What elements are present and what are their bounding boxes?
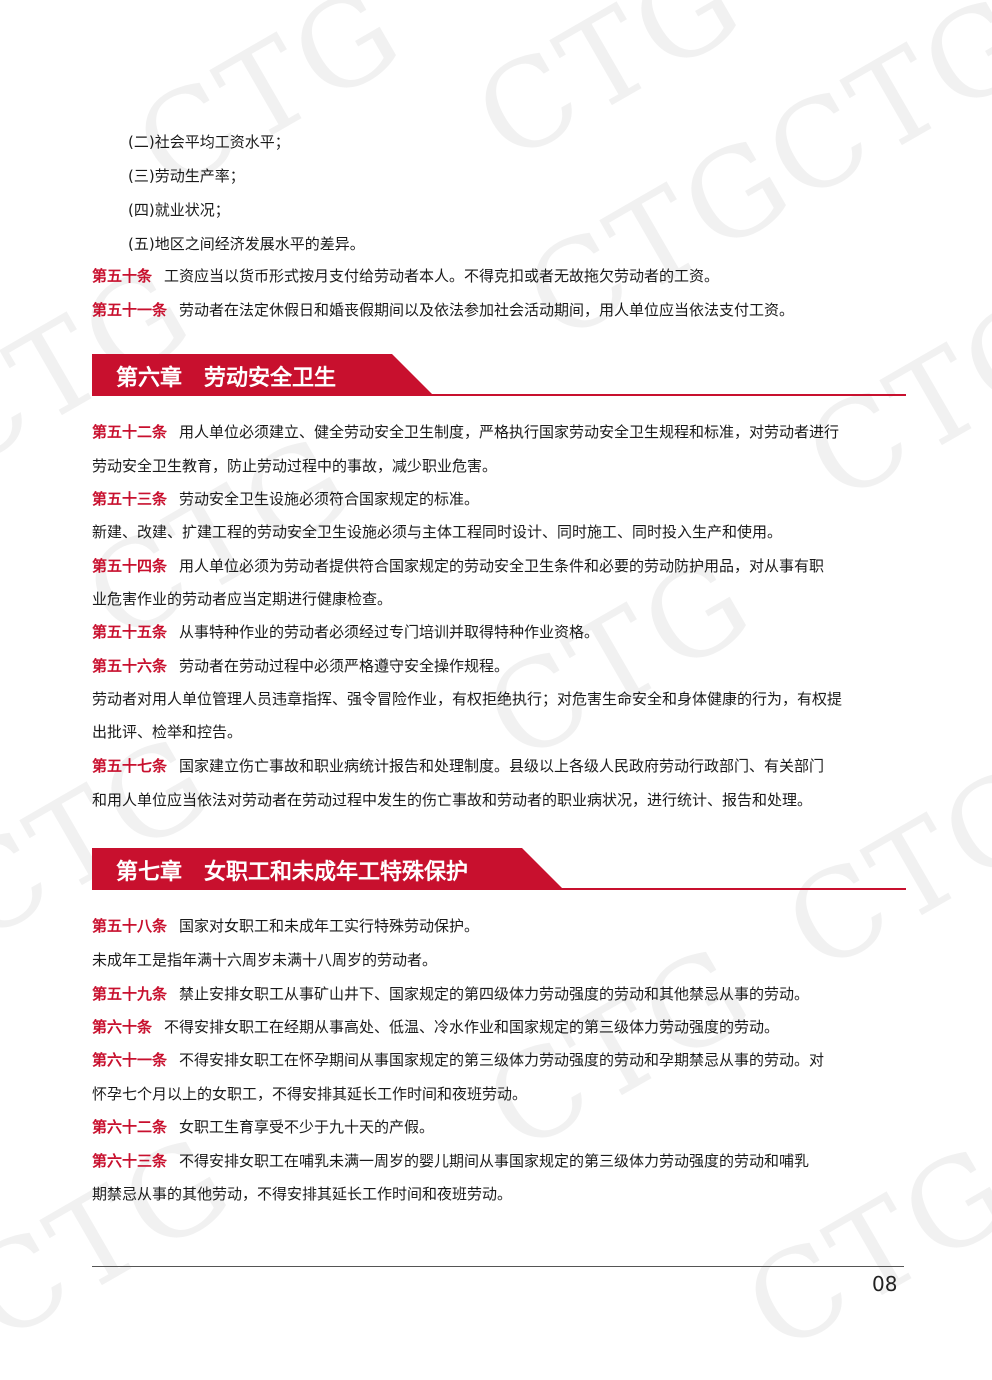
article-text: 不得安排女职工在怀孕期间从事国家规定的第三级体力劳动强度的劳动和孕期禁忌从事的劳… [179,1051,825,1069]
article-text: 从事特种作业的劳动者必须经过专门培训并取得特种作业资格。 [179,623,600,641]
article-label: 第六十条 [92,1018,153,1036]
article-52: 第五十二条用人单位必须建立、健全劳动安全卫生制度，严格执行国家劳动安全卫生规程和… [92,422,912,442]
article-text: 女职工生育享受不少于九十天的产假。 [179,1118,435,1136]
article-label: 第五十二条 [92,423,168,441]
article-60: 第六十条不得安排女职工在经期从事高处、低温、冷水作业和国家规定的第三级体力劳动强… [92,1017,912,1037]
chapter-banner [92,354,432,394]
article-continuation: 和用人单位应当依法对劳动者在劳动过程中发生的伤亡事故和劳动者的职业病状况，进行统… [92,791,813,809]
chapter-heading-7: 第七章 女职工和未成年工特殊保护 [92,848,906,892]
article-text: 国家对女职工和未成年工实行特殊劳动保护。 [179,917,480,935]
article-53: 第五十三条劳动安全卫生设施必须符合国家规定的标准。 [92,489,912,509]
article-63: 第六十三条不得安排女职工在哺乳未满一周岁的婴儿期间从事国家规定的第三级体力劳动强… [92,1151,912,1171]
article-text: 禁止安排女职工从事矿山井下、国家规定的第四级体力劳动强度的劳动和其他禁忌从事的劳… [179,985,810,1003]
article-label: 第五十一条 [92,301,168,319]
page-number: 08 [872,1272,898,1296]
article-label: 第五十八条 [92,917,168,935]
article-label: 第六十二条 [92,1118,168,1136]
article-text: 工资应当以货币形式按月支付给劳动者本人。不得克扣或者无故拖欠劳动者的工资。 [164,267,720,285]
paragraph-continuation: 出批评、检举和控告。 [92,723,243,741]
article-label: 第五十七条 [92,757,168,775]
article-label: 第五十四条 [92,557,168,575]
chapter-rule [92,888,906,890]
article-61: 第六十一条不得安排女职工在怀孕期间从事国家规定的第三级体力劳动强度的劳动和孕期禁… [92,1050,912,1070]
article-56: 第五十六条劳动者在劳动过程中必须严格遵守安全操作规程。 [92,656,912,676]
article-label: 第六十一条 [92,1051,168,1069]
article-text: 用人单位必须为劳动者提供符合国家规定的劳动安全卫生条件和必要的劳动防护用品，对从… [179,557,825,575]
paragraph: 劳动者对用人单位管理人员违章指挥、强令冒险作业，有权拒绝执行；对危害生命安全和身… [92,690,843,708]
article-50: 第五十条工资应当以货币形式按月支付给劳动者本人。不得克扣或者无故拖欠劳动者的工资… [92,266,912,286]
chapter-title: 第六章 劳动安全卫生 [116,366,337,391]
article-text: 不得安排女职工在经期从事高处、低温、冷水作业和国家规定的第三级体力劳动强度的劳动… [164,1018,780,1036]
article-continuation: 怀孕七个月以上的女职工，不得安排其延长工作时间和夜班劳动。 [92,1085,528,1103]
article-59: 第五十九条禁止安排女职工从事矿山井下、国家规定的第四级体力劳动强度的劳动和其他禁… [92,984,912,1004]
list-item: (三)劳动生产率； [128,167,245,185]
article-text: 劳动安全卫生设施必须符合国家规定的标准。 [179,490,480,508]
article-label: 第五十三条 [92,490,168,508]
list-item: (二)社会平均工资水平； [128,133,290,151]
article-57: 第五十七条国家建立伤亡事故和职业病统计报告和处理制度。县级以上各级人民政府劳动行… [92,756,912,776]
article-label: 第五十九条 [92,985,168,1003]
article-continuation: 劳动安全卫生教育，防止劳动过程中的事故，减少职业危害。 [92,457,498,475]
paragraph: 未成年工是指年满十六周岁未满十八周岁的劳动者。 [92,951,438,969]
chapter-rule [92,394,906,396]
article-continuation: 期禁忌从事的其他劳动，不得安排其延长工作时间和夜班劳动。 [92,1185,513,1203]
chapter-heading-6: 第六章 劳动安全卫生 [92,354,906,398]
article-54: 第五十四条用人单位必须为劳动者提供符合国家规定的劳动安全卫生条件和必要的劳动防护… [92,556,912,576]
chapter-banner [92,848,562,888]
article-text: 国家建立伤亡事故和职业病统计报告和处理制度。县级以上各级人民政府劳动行政部门、有… [179,757,825,775]
article-label: 第六十三条 [92,1152,168,1170]
paragraph: 新建、改建、扩建工程的劳动安全卫生设施必须与主体工程同时设计、同时施工、同时投入… [92,523,783,541]
article-text: 劳动者在法定休假日和婚丧假期间以及依法参加社会活动期间，用人单位应当依法支付工资… [179,301,795,319]
footer-rule [92,1266,904,1267]
article-58: 第五十八条国家对女职工和未成年工实行特殊劳动保护。 [92,916,912,936]
article-label: 第五十六条 [92,657,168,675]
article-55: 第五十五条从事特种作业的劳动者必须经过专门培训并取得特种作业资格。 [92,622,912,642]
list-item: (四)就业状况； [128,201,230,219]
article-continuation: 业危害作业的劳动者应当定期进行健康检查。 [92,590,393,608]
article-51: 第五十一条劳动者在法定休假日和婚丧假期间以及依法参加社会活动期间，用人单位应当依… [92,300,912,320]
page-content: (二)社会平均工资水平； (三)劳动生产率； (四)就业状况； (五)地区之间经… [92,133,912,1296]
article-text: 不得安排女职工在哺乳未满一周岁的婴儿期间从事国家规定的第三级体力劳动强度的劳动和… [179,1152,810,1170]
article-label: 第五十五条 [92,623,168,641]
article-62: 第六十二条女职工生育享受不少于九十天的产假。 [92,1117,912,1137]
article-label: 第五十条 [92,267,153,285]
list-item: (五)地区之间经济发展水平的差异。 [128,235,365,253]
chapter-title: 第七章 女职工和未成年工特殊保护 [116,860,469,885]
article-text: 用人单位必须建立、健全劳动安全卫生制度，严格执行国家劳动安全卫生规程和标准，对劳… [179,423,840,441]
article-text: 劳动者在劳动过程中必须严格遵守安全操作规程。 [179,657,510,675]
